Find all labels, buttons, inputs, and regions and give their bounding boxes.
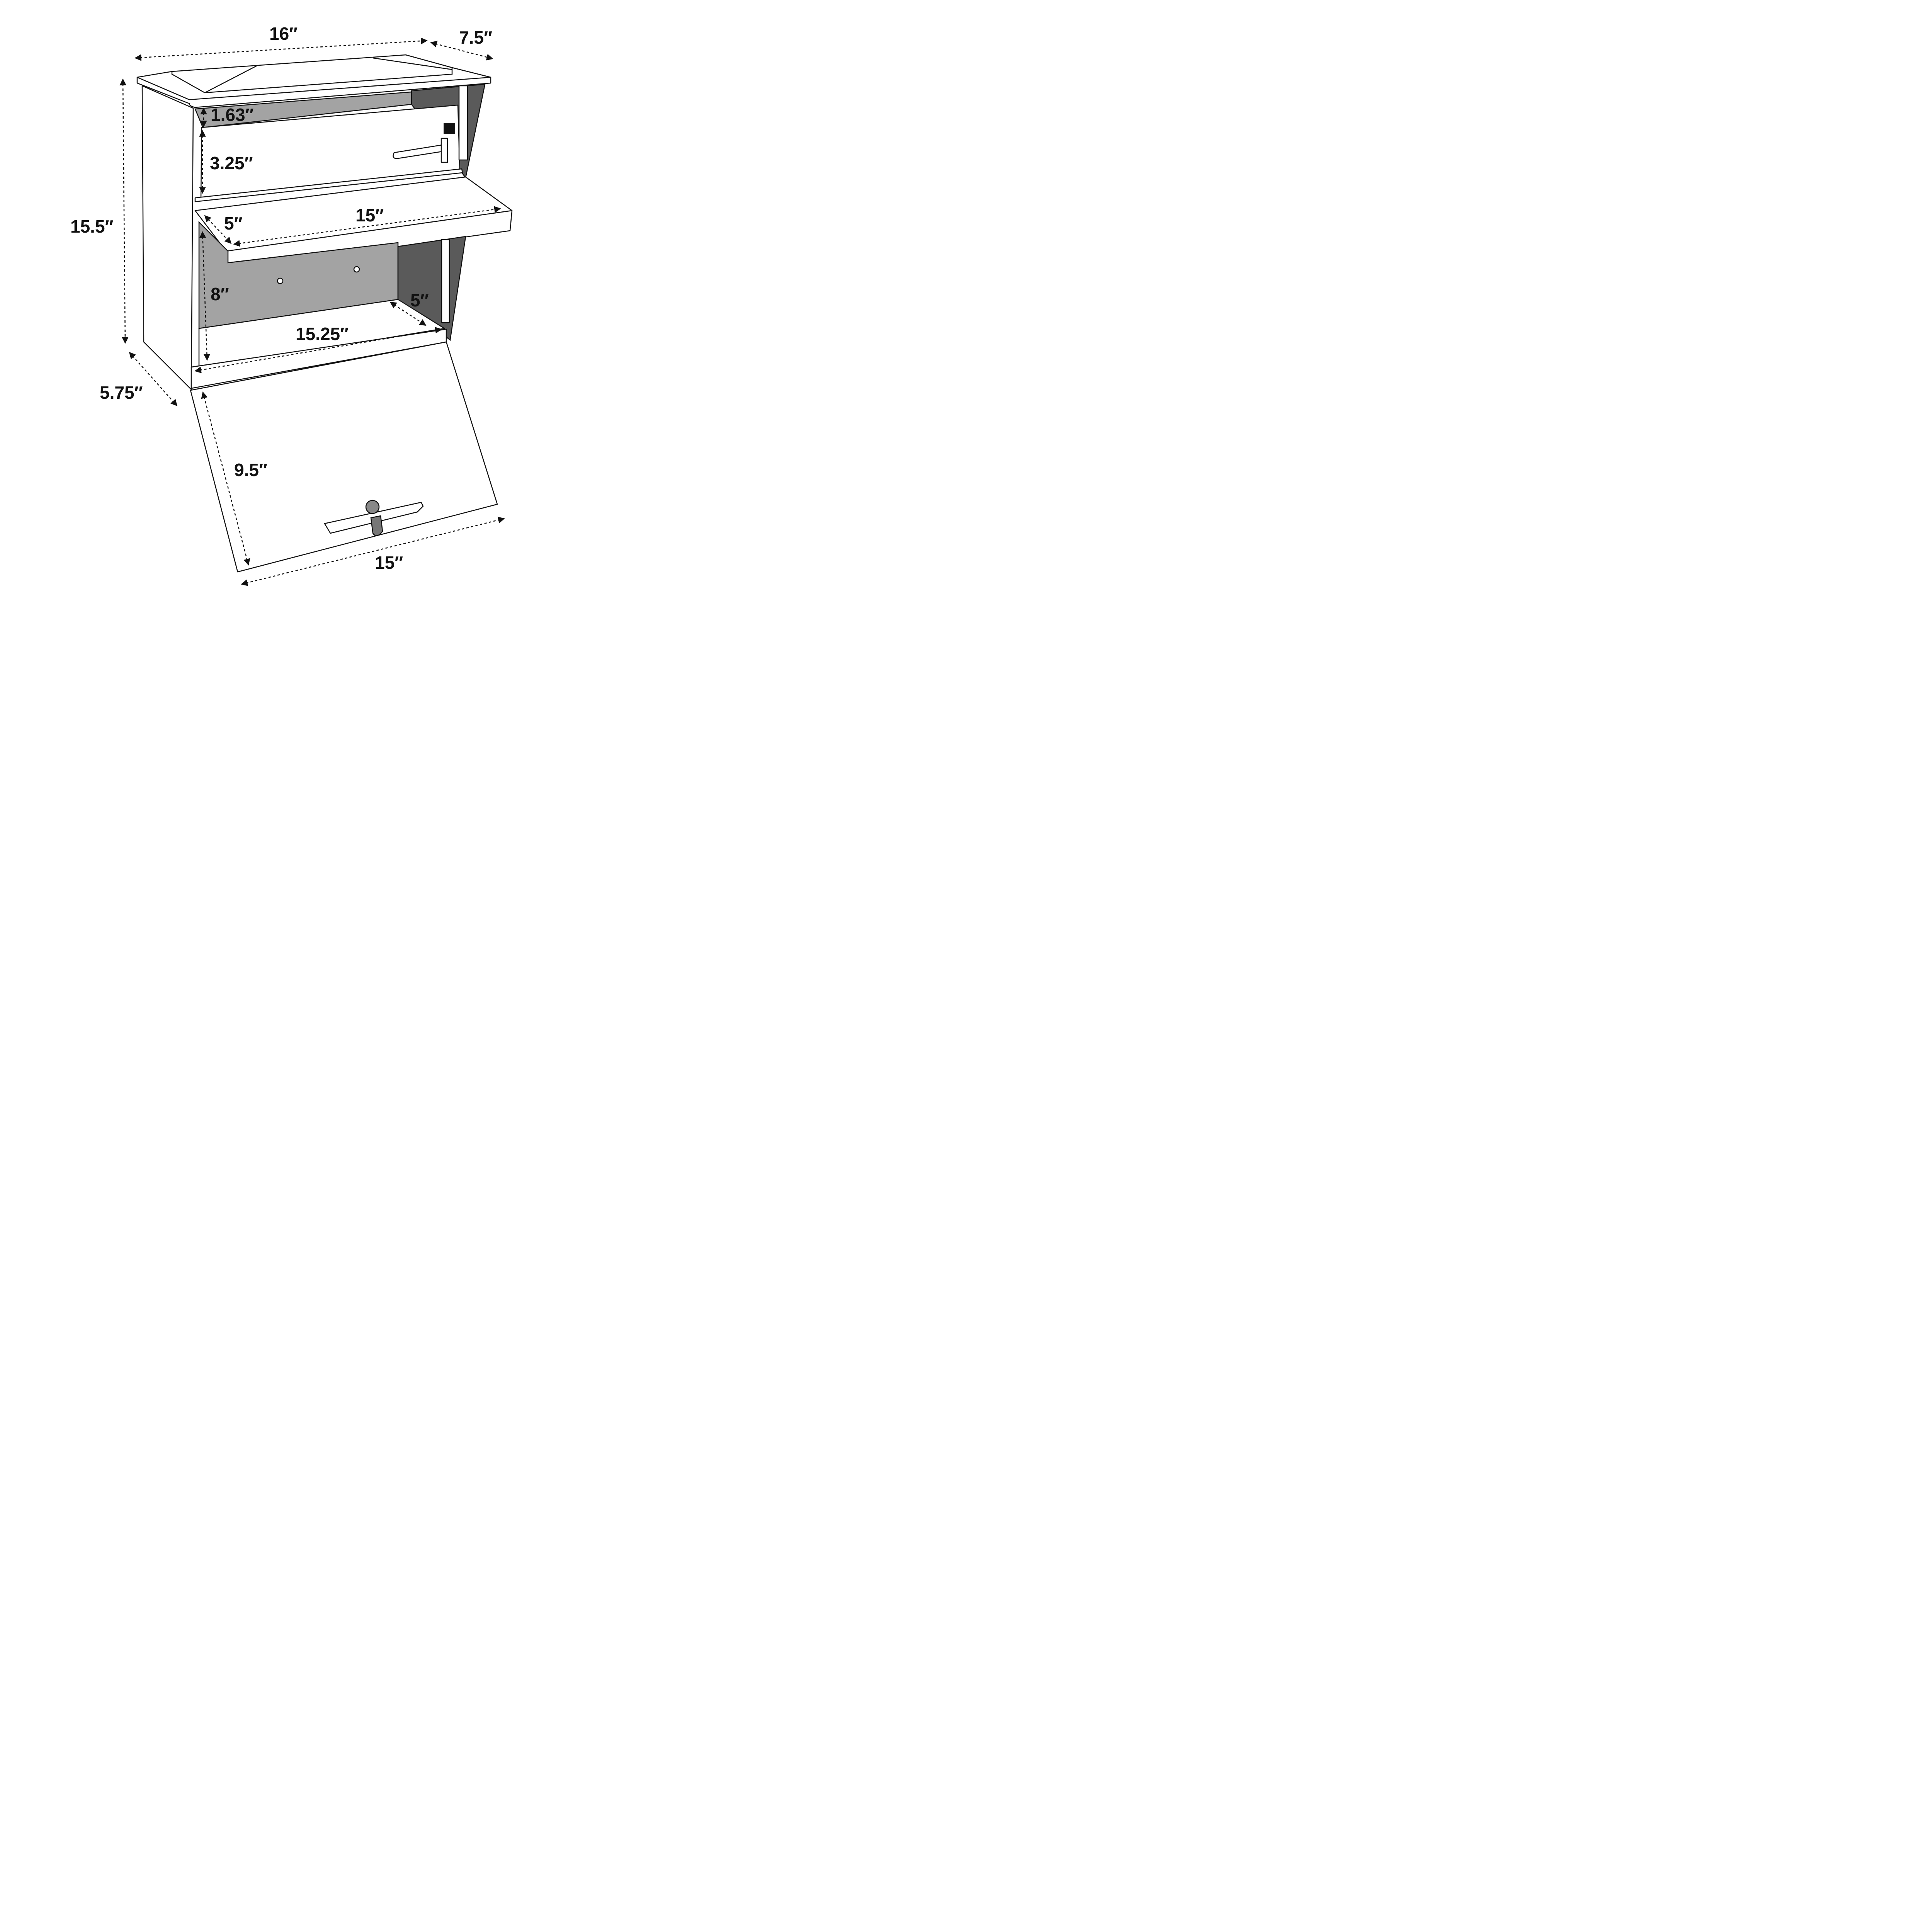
label-floor-width: 15.25″ [296,324,349,344]
frame-strip [441,239,450,323]
label-roof-depth: 7.5″ [459,27,492,48]
mailbox-body [136,54,513,573]
door-handle [393,144,443,159]
label-door-width: 15″ [375,553,403,573]
label-shelf-width: 15″ [355,205,384,225]
label-floor-depth: 5″ [410,290,429,310]
label-door-height: 9.5″ [234,460,267,480]
label-body-depth: 5.75″ [100,383,143,403]
roof-ridge [137,57,491,100]
hinge [194,168,463,202]
mount-hole [277,277,284,284]
label-upper-door-height: 3.25″ [210,153,253,173]
label-overall-height: 15.5″ [70,216,114,236]
mailbox-dimension-diagram: 16″ 7.5″ 15.5″ 1.63″ 3.25″ 5″ 15″ 8″ 5″ … [70,24,513,586]
label-shelf-depth: 5″ [224,213,243,233]
dimension-lines [119,37,505,586]
door-latch-block [444,123,455,134]
handle-plate [440,138,448,163]
label-compartment-height: 8″ [211,284,229,304]
label-slot-height: 1.63″ [211,105,254,125]
door-edge-strip [458,85,468,161]
left-side-panel [141,85,194,390]
mount-hole [353,266,360,273]
dimension-labels: 16″ 7.5″ 15.5″ 1.63″ 3.25″ 5″ 15″ 8″ 5″ … [70,24,492,573]
label-overall-width: 16″ [269,24,298,44]
